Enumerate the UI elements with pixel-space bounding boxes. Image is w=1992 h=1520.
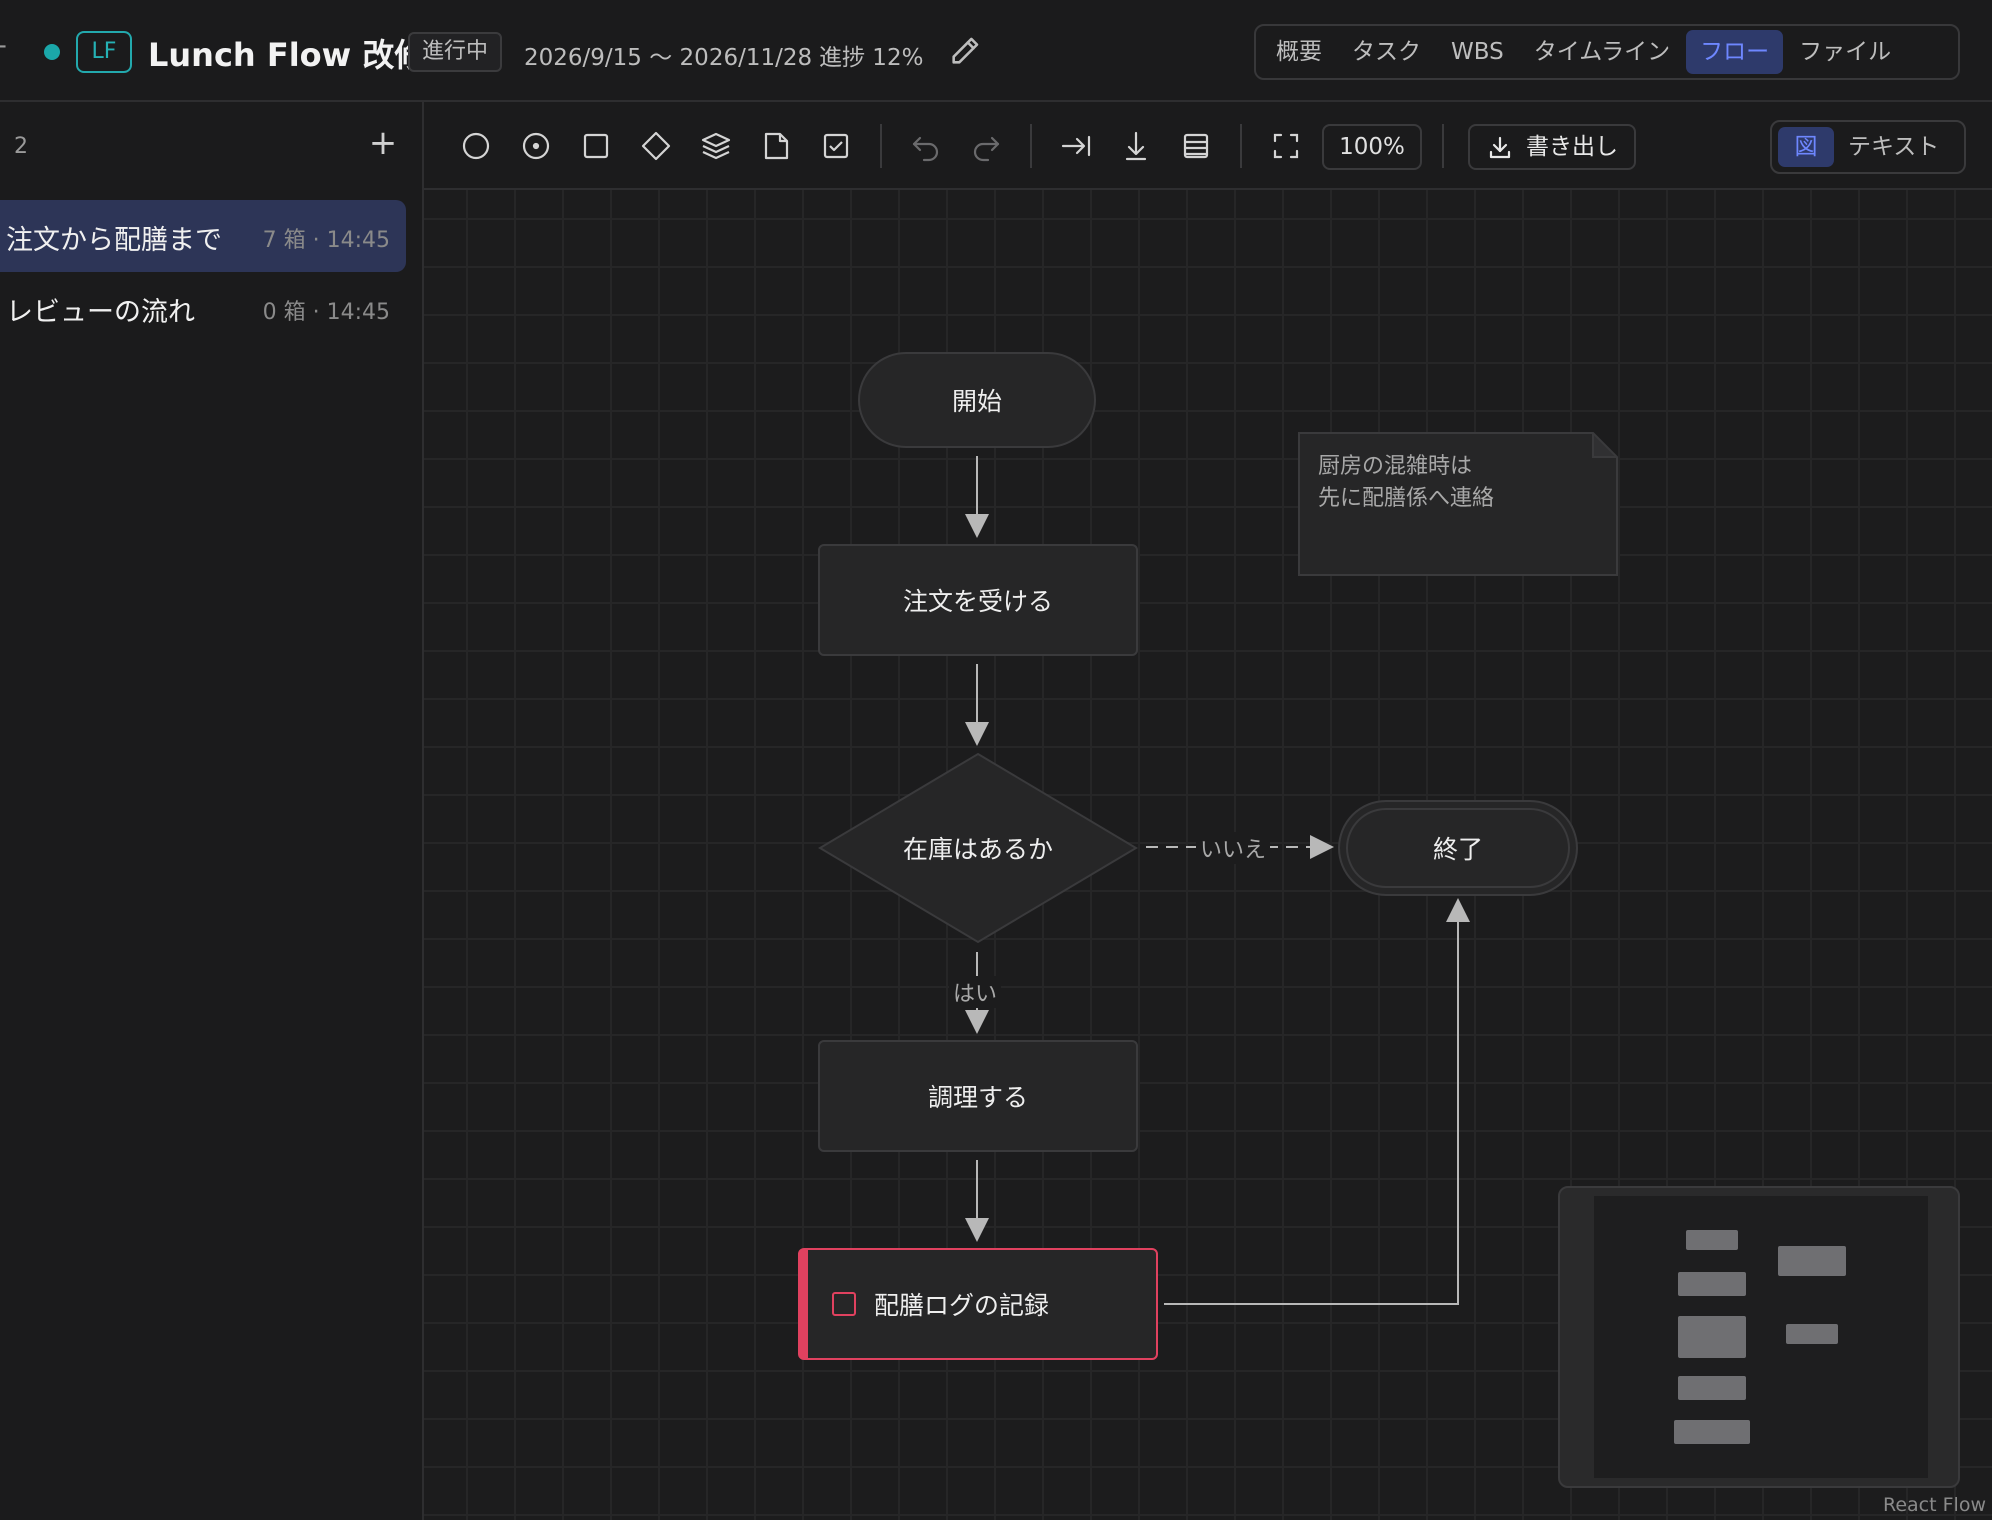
sticky-note[interactable]: 厨房の混雑時は 先に配膳係へ連絡	[1298, 432, 1618, 576]
progress-text: 進捗 12%	[819, 45, 924, 71]
note-fold-icon	[1592, 432, 1618, 458]
flow-count: 2	[14, 134, 28, 159]
node-stock-check-label: 在庫はあるか	[902, 835, 1053, 864]
view-mode-toggle: 図 テキスト	[1770, 120, 1966, 174]
note-shape-icon[interactable]	[756, 126, 796, 166]
flow-item-review[interactable]: レビューの流れ 0 箱 · 14:45	[0, 272, 406, 344]
minimap-node	[1786, 1324, 1838, 1344]
minimap-node	[1678, 1316, 1746, 1358]
node-label: 終了	[1432, 835, 1483, 864]
minimap-node	[1778, 1246, 1846, 1276]
task-shape-icon[interactable]	[816, 126, 856, 166]
terminal-shape-icon[interactable]	[456, 126, 496, 166]
node-end[interactable]: 終了	[1338, 800, 1578, 896]
flow-item-meta: 0 箱 · 14:45	[262, 300, 390, 325]
react-flow-attribution[interactable]: React Flow	[1883, 1494, 1986, 1516]
node-receive-order[interactable]: 注文を受ける	[818, 544, 1138, 656]
edge-label-no: いいえ	[1196, 832, 1271, 864]
event-shape-icon[interactable]	[516, 126, 556, 166]
fit-view-icon[interactable]	[1266, 126, 1306, 166]
project-title: Lunch Flow 改修	[148, 36, 427, 74]
toolbar-divider	[880, 124, 882, 168]
back-button[interactable]: –	[0, 28, 7, 63]
minimap-viewport	[1594, 1196, 1928, 1478]
edge-task-to-end[interactable]	[1164, 898, 1470, 1305]
flow-item-meta: 7 箱 · 14:45	[262, 228, 390, 253]
node-label: 配膳ログの記録	[874, 1291, 1050, 1320]
note-line: 厨房の混雑時は	[1318, 454, 1473, 479]
flow-item-name: レビューの流れ	[6, 297, 195, 328]
add-flow-button[interactable]: +	[368, 123, 398, 163]
toolbar-divider	[1030, 124, 1032, 168]
flow-item-name: 注文から配膳まで	[6, 225, 222, 256]
project-badge: LF	[76, 31, 132, 73]
tab-wbs[interactable]: WBS	[1451, 39, 1504, 65]
layout-horizontal-icon[interactable]	[1056, 126, 1096, 166]
toolbar-divider	[1442, 124, 1444, 168]
toolbar-divider	[1240, 124, 1242, 168]
task-checkbox[interactable]	[832, 1292, 856, 1316]
flow-list-sidebar: 2 + 注文から配膳まで 7 箱 · 14:45 レビューの流れ 0 箱 · 1…	[0, 102, 424, 1520]
export-label: 書き出し	[1526, 134, 1618, 160]
tab-flow[interactable]: フロー	[1686, 30, 1784, 74]
status-dot-icon	[44, 44, 60, 60]
pencil-icon[interactable]	[948, 34, 982, 68]
list-layout-icon[interactable]	[1176, 126, 1216, 166]
minimap[interactable]	[1558, 1186, 1960, 1488]
tab-tasks[interactable]: タスク	[1352, 39, 1421, 65]
flow-item-order-to-serve[interactable]: 注文から配膳まで 7 箱 · 14:45	[0, 200, 406, 272]
date-range: 2026/9/15 〜 2026/11/28	[524, 45, 813, 71]
redo-icon[interactable]	[966, 126, 1006, 166]
minimap-node	[1686, 1230, 1738, 1250]
download-icon	[1486, 134, 1514, 162]
layout-vertical-icon[interactable]	[1116, 126, 1156, 166]
mode-diagram-button[interactable]: 図	[1778, 127, 1834, 167]
layers-shape-icon[interactable]	[696, 126, 736, 166]
edge-label-yes: はい	[949, 976, 1002, 1008]
node-label: 開始	[951, 387, 1002, 416]
tab-files[interactable]: ファイル	[1799, 39, 1892, 65]
node-cook[interactable]: 調理する	[818, 1040, 1138, 1152]
zoom-level[interactable]: 100%	[1322, 124, 1422, 170]
undo-icon[interactable]	[906, 126, 946, 166]
node-label: 調理する	[927, 1083, 1028, 1112]
node-label: 注文を受ける	[902, 587, 1053, 616]
export-button[interactable]: 書き出し	[1468, 124, 1636, 170]
minimap-node	[1674, 1420, 1750, 1444]
flow-canvas[interactable]: 開始 注文を受ける 在庫はあるか 終了 調理する 配膳ログの記録 厨房の混雑時は…	[424, 190, 1992, 1520]
minimap-node	[1678, 1272, 1746, 1296]
tab-timeline[interactable]: タイムライン	[1533, 39, 1671, 65]
node-start[interactable]: 開始	[858, 352, 1096, 448]
project-header: – LF Lunch Flow 改修 進行中 2026/9/15 〜 2026/…	[0, 0, 1992, 102]
mode-text-button[interactable]: テキスト	[1848, 134, 1940, 160]
note-line: 先に配膳係へ連絡	[1318, 486, 1495, 511]
tab-overview[interactable]: 概要	[1276, 39, 1322, 65]
flow-toolbar: 100% 書き出し 図 テキスト	[424, 102, 1992, 190]
node-stock-check[interactable]	[818, 752, 1138, 944]
process-shape-icon[interactable]	[576, 126, 616, 166]
node-log-task[interactable]: 配膳ログの記録	[798, 1248, 1158, 1360]
minimap-node	[1678, 1376, 1746, 1400]
status-badge: 進行中	[408, 32, 503, 72]
decision-shape-icon[interactable]	[636, 126, 676, 166]
view-tabs: 概要 タスク WBS タイムライン フロー ファイル	[1254, 24, 1960, 80]
